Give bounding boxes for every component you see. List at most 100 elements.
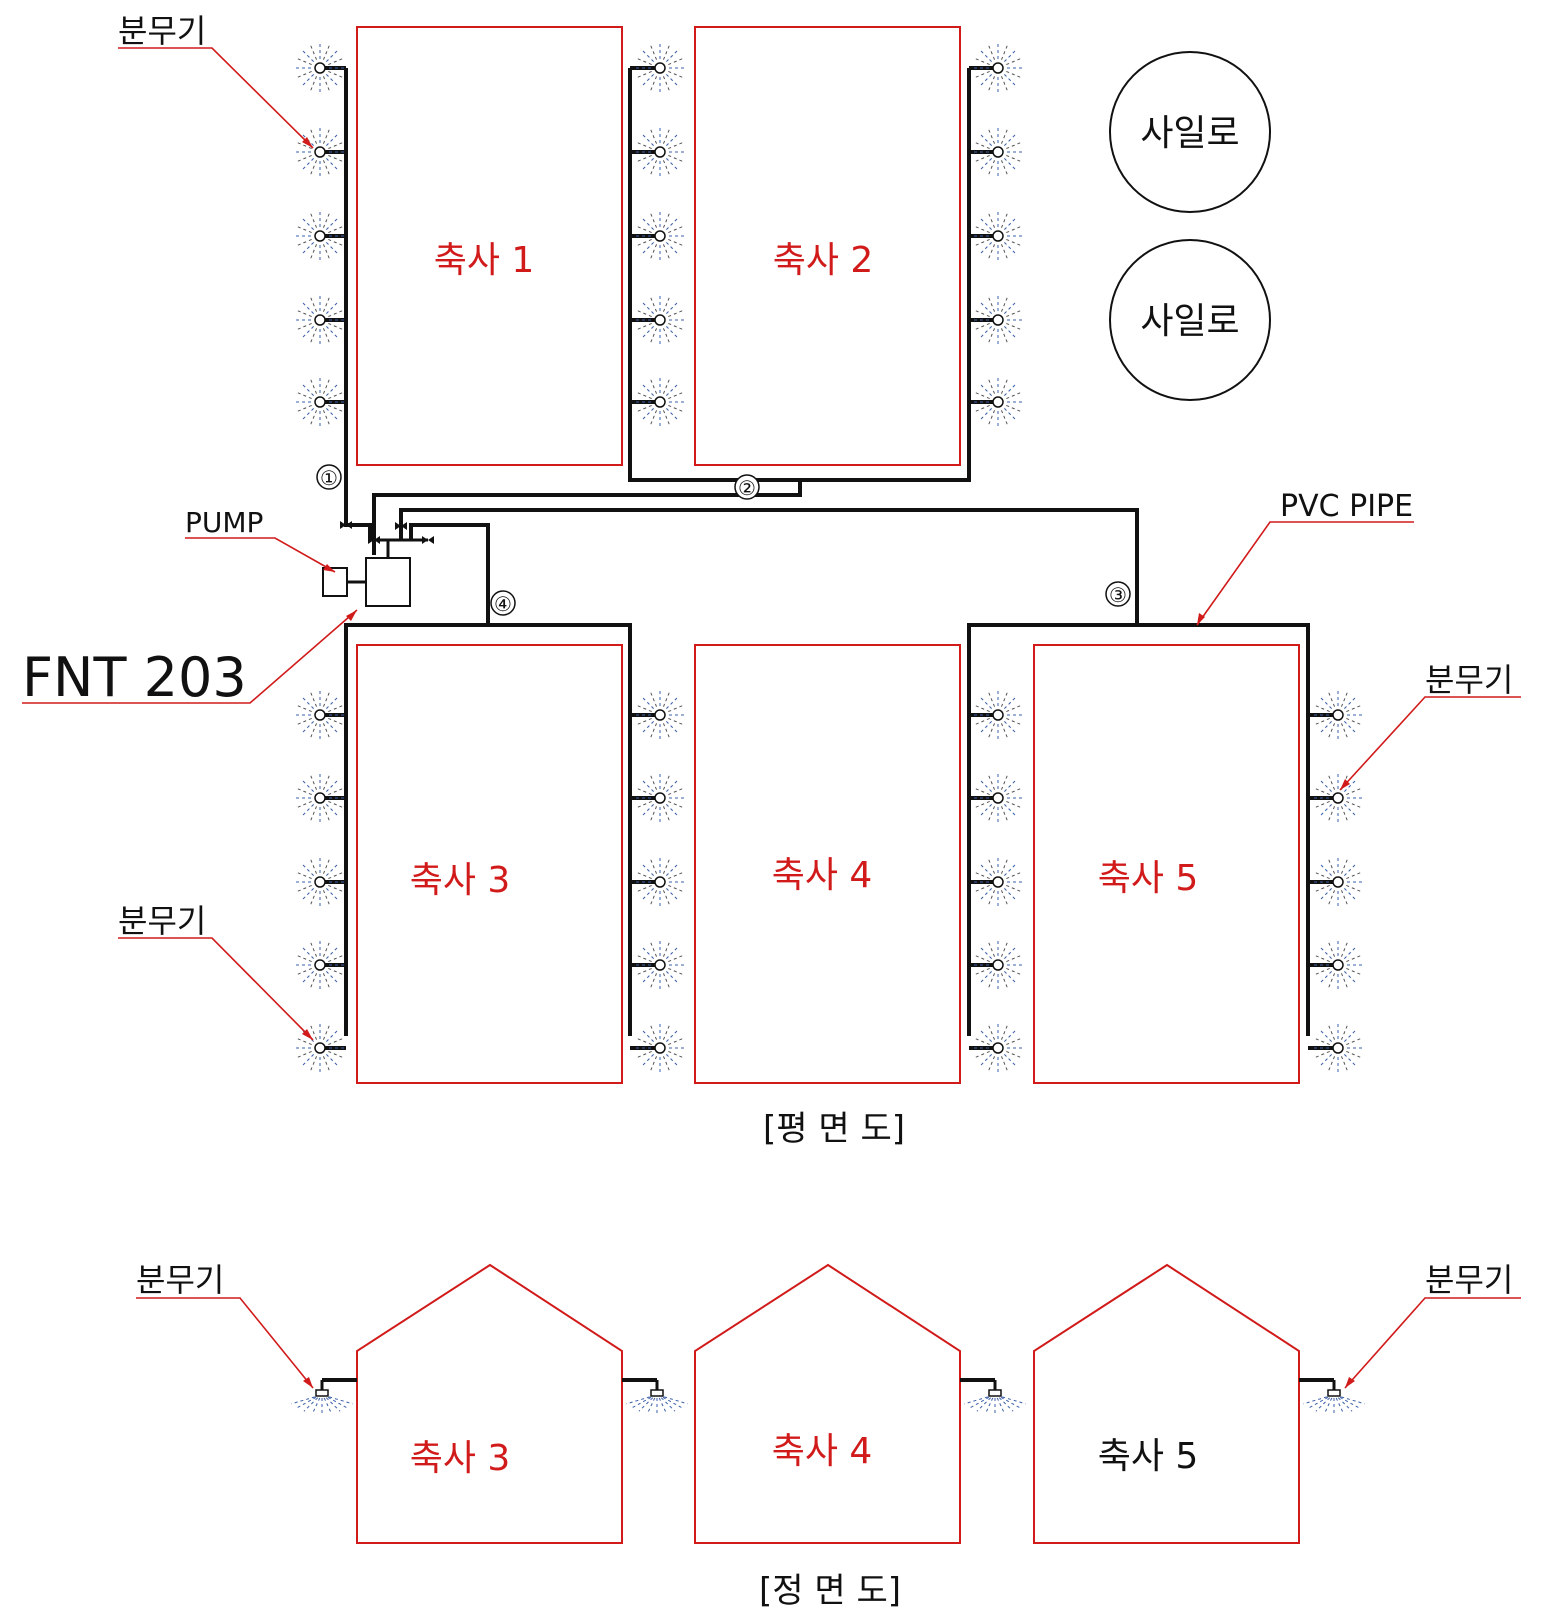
spray-ray	[1327, 723, 1336, 740]
spray-ray	[662, 211, 671, 228]
sprayer-icon	[1308, 939, 1364, 991]
sprayer-nozzle	[654, 792, 666, 804]
spray-ray	[1000, 773, 1009, 790]
spray-ray	[1319, 888, 1332, 901]
sprayer-icon	[630, 210, 686, 262]
spray-ray	[666, 1054, 679, 1067]
spray-ray	[979, 888, 992, 901]
sprayer-icon	[630, 126, 686, 178]
sprayer-icon	[294, 772, 346, 824]
spray-ray	[326, 804, 339, 817]
sprayer-nozzle	[992, 146, 1004, 158]
spray-ray	[1000, 328, 1009, 345]
spray-ray	[987, 328, 996, 345]
spray-ray	[1340, 1023, 1349, 1040]
spray-ray	[662, 1023, 671, 1040]
spray-ray	[1327, 940, 1336, 957]
spray-ray	[1006, 154, 1023, 163]
spray-ray	[1340, 940, 1349, 957]
arrow-6	[1197, 613, 1205, 625]
pipe-3-branch	[967, 623, 1310, 1036]
sprayer-icon	[969, 939, 1024, 991]
sprayer-icon	[969, 294, 1024, 346]
spray-ray	[662, 76, 671, 93]
sprayer-nozzle	[314, 62, 326, 74]
spray-ray	[1006, 404, 1023, 413]
sprayer-nozzle	[314, 396, 326, 408]
spray-ray	[1000, 211, 1009, 228]
front-spray-ray	[1303, 1396, 1327, 1405]
spray-ray	[309, 76, 318, 93]
spray-ray	[1346, 704, 1363, 713]
spray-ray	[1006, 141, 1023, 150]
spray-ray	[635, 717, 652, 726]
spray-ray	[301, 217, 314, 230]
spray-ray	[1004, 971, 1017, 984]
front-building-5-label: 축사 5	[1098, 1436, 1199, 1477]
spray-ray	[322, 1056, 331, 1073]
spray-ray	[326, 779, 339, 792]
spray-ray	[1344, 1029, 1357, 1042]
spray-ray	[1006, 871, 1023, 880]
plan-building-3-label: 축사 3	[410, 860, 511, 901]
spray-ray	[1006, 967, 1023, 976]
front-spray-ray	[329, 1396, 353, 1405]
spray-ray	[666, 74, 679, 87]
spray-ray	[328, 871, 345, 880]
plan-sprayers	[294, 42, 1364, 1074]
spray-ray	[322, 1023, 331, 1040]
spray-ray	[1319, 863, 1332, 876]
marker-4: ④	[494, 592, 512, 616]
spray-ray	[662, 690, 671, 707]
arrow-2	[302, 1029, 313, 1040]
spray-ray	[973, 309, 990, 318]
front-spray-ray	[631, 1396, 652, 1409]
spray-ray	[328, 238, 345, 247]
spray-ray	[973, 704, 990, 713]
sprayer-nozzle	[1332, 792, 1344, 804]
spray-ray	[987, 377, 996, 394]
spray-ray	[973, 70, 990, 79]
spray-ray	[973, 954, 990, 963]
front-spray-ray	[647, 1397, 656, 1414]
spray-ray	[326, 242, 339, 255]
spray-ray	[295, 404, 312, 413]
spray-ray	[666, 1029, 679, 1042]
spray-ray	[662, 723, 671, 740]
spray-ray	[973, 871, 990, 880]
front-building-4	[694, 1263, 961, 1544]
callout-front-sprayer-right: 분무기	[1425, 1261, 1513, 1299]
spray-ray	[326, 888, 339, 901]
spray-ray	[1327, 857, 1336, 874]
plan-building-1-label: 축사 1	[434, 240, 535, 281]
spray-ray	[987, 127, 996, 144]
spray-ray	[668, 309, 685, 318]
fnt-tank	[365, 557, 411, 607]
spray-ray	[295, 800, 312, 809]
spray-ray	[295, 871, 312, 880]
spray-ray	[326, 696, 339, 709]
spray-ray	[987, 1056, 996, 1073]
spray-ray	[295, 717, 312, 726]
spray-ray	[635, 70, 652, 79]
spray-ray	[1004, 383, 1017, 396]
spray-ray	[295, 391, 312, 400]
spray-ray	[649, 76, 658, 93]
spray-ray	[1004, 946, 1017, 959]
front-sprayer-nozzle	[1327, 1389, 1341, 1397]
spray-ray	[668, 884, 685, 893]
spray-ray	[322, 211, 331, 228]
spray-ray	[973, 884, 990, 893]
spray-ray	[668, 1050, 685, 1059]
spray-ray	[641, 217, 654, 230]
spray-ray	[668, 391, 685, 400]
spray-ray	[295, 954, 312, 963]
spray-ray	[1346, 1037, 1363, 1046]
spray-ray	[666, 721, 679, 734]
front-spray-ray	[323, 1397, 332, 1414]
spray-ray	[322, 244, 331, 261]
spray-ray	[309, 295, 318, 312]
sprayer-nozzle	[1332, 876, 1344, 888]
spray-ray	[295, 1050, 312, 1059]
sprayer-icon	[630, 856, 686, 908]
